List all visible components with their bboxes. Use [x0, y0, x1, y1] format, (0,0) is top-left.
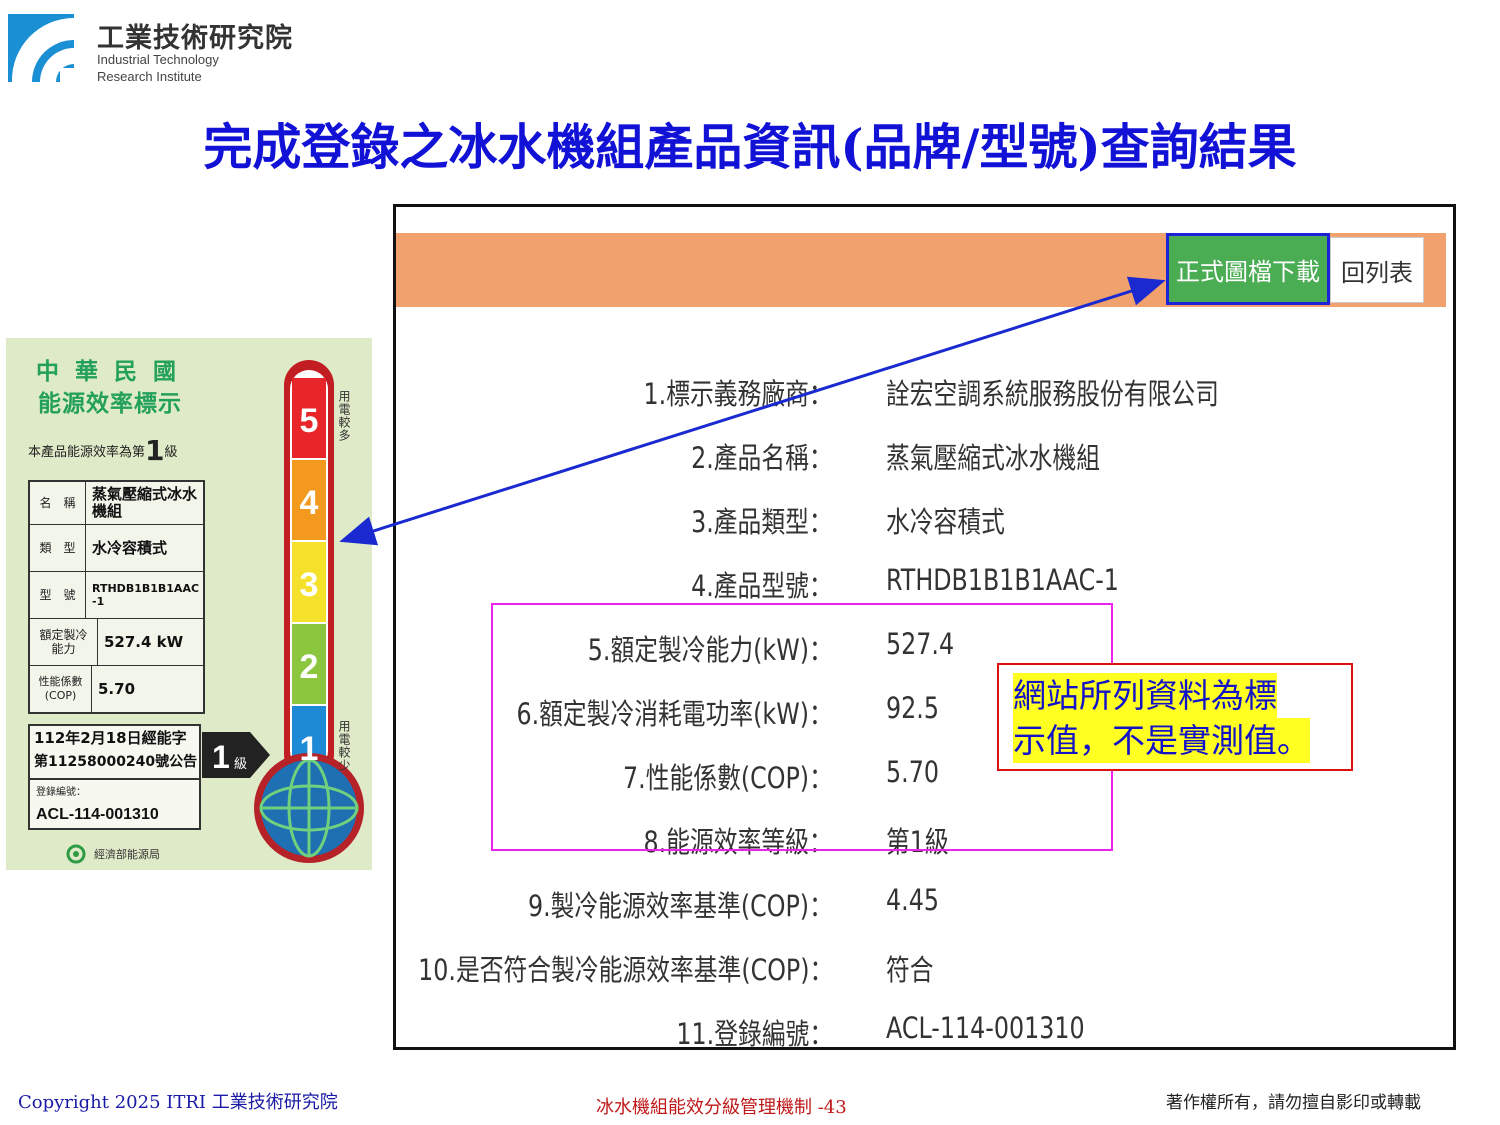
- label-agency: 經濟部能源局: [94, 848, 160, 861]
- info-key: 11.登錄編號：: [676, 1017, 833, 1051]
- less-power-label: 用電較少: [337, 720, 351, 772]
- info-value: 4.45: [886, 883, 939, 917]
- scale-label: 4: [300, 484, 319, 522]
- info-value: 5.70: [886, 755, 939, 789]
- info-key: 5.額定製冷能力(kW)：: [588, 633, 833, 667]
- reg-value: ACL-114-001310: [36, 806, 159, 823]
- label-country: 中華民國: [36, 359, 192, 385]
- info-value: ACL-114-001310: [886, 1011, 1085, 1045]
- org-name-en-line1: Industrial Technology: [97, 52, 219, 67]
- grade-arrow-icon: 1 級: [202, 732, 270, 778]
- grade-suffix: 級: [164, 445, 178, 460]
- info-key: 7.性能係數(COP)：: [623, 761, 833, 795]
- reg-key: 登錄編號：: [36, 787, 86, 798]
- info-value: 符合: [886, 953, 934, 987]
- notice-line1: 112年2月18日經能字: [34, 729, 187, 747]
- back-to-list-button[interactable]: 回列表: [1330, 237, 1424, 303]
- info-value: 第1級: [886, 825, 949, 859]
- scale-band: [292, 378, 326, 458]
- info-key: 4.產品型號：: [691, 569, 833, 603]
- agency-logo-icon: [66, 844, 86, 864]
- more-power-label: 用電較多: [337, 390, 351, 442]
- info-key: 1.標示義務廠商：: [643, 377, 833, 411]
- label-registration: 登錄編號： ACL-114-001310: [28, 778, 201, 830]
- label-row-name: 名 稱 蒸氣壓縮式冰水機組: [30, 482, 203, 525]
- scale-band: [292, 542, 326, 622]
- arrow-unit: 級: [234, 757, 247, 772]
- slide-title: 完成登錄之冰水機組產品資訊(品牌/型號)查詢結果: [203, 118, 1297, 176]
- info-key: 8.能源效率等級：: [643, 825, 833, 859]
- scale-band: [292, 624, 326, 704]
- scale-label: 2: [300, 648, 319, 686]
- label-row-type: 類 型 水冷容積式: [30, 525, 203, 572]
- note-line2: 示值，不是實測值。: [1013, 718, 1310, 763]
- info-key: 6.額定製冷消耗電功率(kW)：: [516, 697, 833, 731]
- label-title: 能源效率標示: [38, 391, 182, 417]
- grade-number: 1: [145, 434, 165, 467]
- grade-prefix: 本產品能源效率為第: [28, 445, 146, 460]
- energy-efficiency-label: 中華民國 能源效率標示 本產品能源效率為第1級 名 稱 蒸氣壓縮式冰水機組 類 …: [6, 338, 372, 870]
- info-key: 3.產品類型：: [691, 505, 833, 539]
- info-key: 2.產品名稱：: [691, 441, 833, 475]
- thermometer-scale-icon: 5 4 3 2 1: [254, 360, 364, 863]
- info-key: 9.製冷能源效率基準(COP)：: [528, 889, 833, 923]
- label-row-capacity: 額定製冷能力 527.4 kW: [30, 619, 203, 666]
- info-value: 詮宏空調系統服務股份有限公司: [886, 377, 1219, 411]
- label-value: 5.70: [98, 679, 136, 698]
- label-value: 蒸氣壓縮式冰水機組: [92, 485, 198, 520]
- label-spec-table: 名 稱 蒸氣壓縮式冰水機組 類 型 水冷容積式 型 號 RTHDB1B1B1AA…: [28, 480, 205, 714]
- official-download-button[interactable]: 正式圖檔下載: [1166, 233, 1330, 305]
- label-value: 水冷容積式: [92, 538, 168, 557]
- scale-band: [292, 460, 326, 540]
- info-value: RTHDB1B1B1AAC-1: [886, 563, 1119, 597]
- scale-label: 5: [300, 402, 319, 440]
- scale-label: 1: [300, 730, 319, 768]
- label-key: 型 號: [30, 572, 86, 618]
- info-key: 10.是否符合製冷能源效率基準(COP)：: [417, 953, 833, 987]
- scale-label: 3: [300, 566, 319, 604]
- label-key: 額定製冷能力: [30, 619, 98, 665]
- info-value: 92.5: [886, 691, 939, 725]
- itri-logo-icon: [8, 14, 74, 82]
- label-value: RTHDB1B1B1AAC-1: [92, 582, 200, 608]
- label-notice: 112年2月18日經能字 第11258000240號公告: [28, 724, 201, 778]
- label-grade-line: 本產品能源效率為第1級: [28, 434, 178, 467]
- label-value: 527.4 kW: [104, 632, 184, 651]
- info-value: 527.4: [886, 627, 955, 661]
- org-name-en-line2: Research Institute: [97, 69, 202, 84]
- note-line1: 網站所列資料為標: [1013, 673, 1277, 718]
- label-key: 類 型: [30, 525, 86, 571]
- notice-line2: 第11258000240號公告: [34, 754, 198, 770]
- note-callout: 網站所列資料為標 示值，不是實測值。: [997, 663, 1353, 771]
- label-key: 性能係數(COP): [30, 666, 92, 712]
- info-value: 水冷容積式: [886, 505, 1005, 539]
- arrow-grade: 1: [212, 739, 230, 775]
- footer-rights-notice: 著作權所有，請勿擅自影印或轉載: [1166, 1093, 1421, 1113]
- info-value: 蒸氣壓縮式冰水機組: [886, 441, 1101, 475]
- label-row-cop: 性能係數(COP) 5.70: [30, 666, 203, 712]
- footer-copyright: Copyright 2025 ITRI 工業技術研究院: [18, 1092, 338, 1113]
- org-name-zh: 工業技術研究院: [97, 23, 293, 54]
- label-key: 名 稱: [30, 482, 86, 524]
- footer-page-label: 冰水機組能效分級管理機制 -43: [596, 1097, 847, 1118]
- label-row-model: 型 號 RTHDB1B1B1AAC-1: [30, 572, 203, 619]
